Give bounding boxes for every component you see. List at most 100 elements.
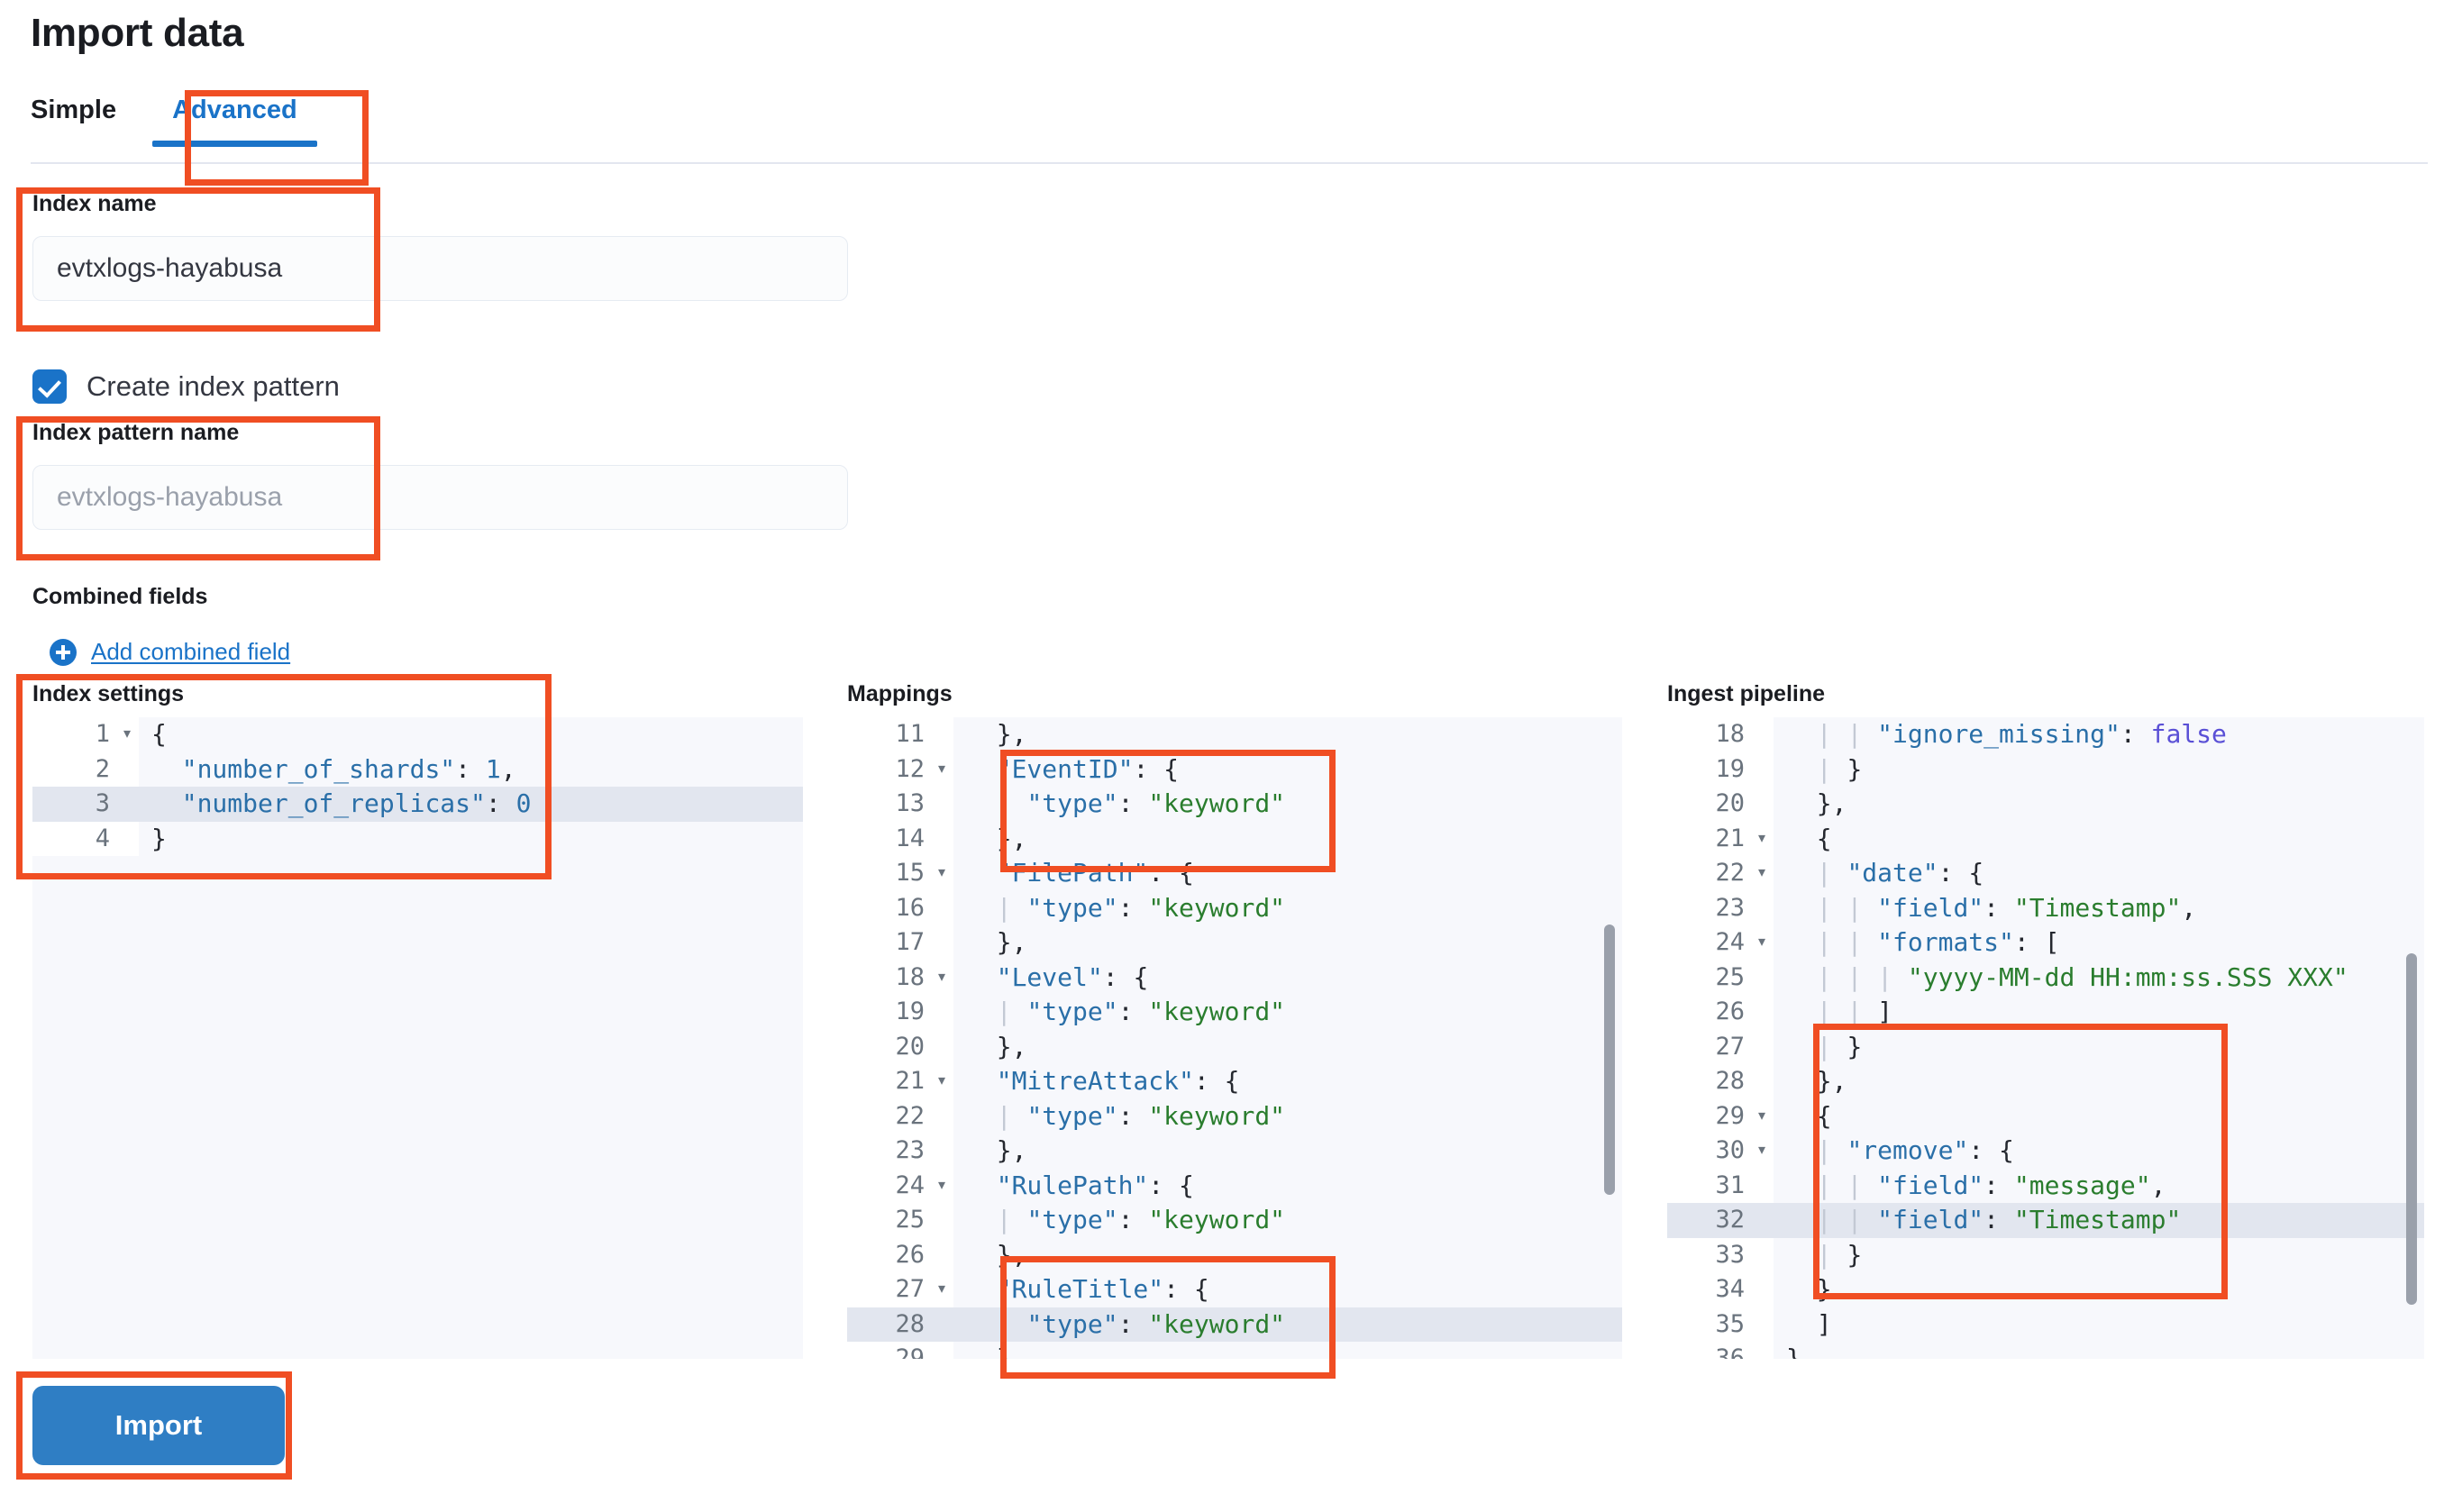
add-combined-field-button[interactable]: Add combined field: [50, 638, 290, 666]
code-line[interactable]: 23 | | "field": "Timestamp",: [1667, 890, 2424, 925]
code-line[interactable]: 34 }: [1667, 1272, 2424, 1307]
code-line[interactable]: 18 | | "ignore_missing": false: [1667, 717, 2424, 752]
code-content: | | "field": "message",: [1816, 1170, 2166, 1200]
code-line[interactable]: 21▾ "MitreAttack": {: [847, 1064, 1622, 1099]
code-content: | }: [1816, 753, 1863, 784]
fold-toggle-icon[interactable]: ▾: [1750, 1134, 1774, 1169]
line-number: 23: [847, 1134, 930, 1169]
code-line[interactable]: 22▾ | "date": {: [1667, 856, 2424, 891]
import-button[interactable]: Import: [32, 1386, 285, 1465]
code-line[interactable]: 32 | | "field": "Timestamp": [1667, 1203, 2424, 1238]
code-line[interactable]: 3 "number_of_replicas": 0: [32, 787, 803, 822]
fold-toggle-icon[interactable]: ▾: [115, 717, 139, 752]
code-content: | | ]: [1816, 997, 1893, 1026]
create-index-pattern-row[interactable]: Create index pattern: [32, 369, 340, 404]
code-content: },: [1816, 788, 1847, 818]
code-line[interactable]: 4}: [32, 821, 803, 856]
mappings-editor[interactable]: 11 },12▾ "EventID": {13 | "type": "keywo…: [847, 717, 1622, 1359]
fold-spacer: [1750, 960, 1774, 995]
line-number: 28: [847, 1307, 930, 1342]
fold-toggle-icon[interactable]: ▾: [930, 960, 953, 995]
code-line[interactable]: 29 },: [847, 1342, 1622, 1359]
code-line[interactable]: 17 },: [847, 925, 1622, 961]
mappings-scrollbar[interactable]: [1604, 925, 1615, 1195]
code-line[interactable]: 20 },: [847, 1029, 1622, 1064]
code-line[interactable]: 31 | | "field": "message",: [1667, 1168, 2424, 1203]
code-line[interactable]: 33 | }: [1667, 1237, 2424, 1272]
code-line[interactable]: 26 | | ]: [1667, 995, 2424, 1030]
fold-spacer: [930, 717, 953, 752]
index-settings-editor[interactable]: 1▾{2 "number_of_shards": 1,3 "number_of_…: [32, 717, 803, 1359]
code-line[interactable]: 16 | "type": "keyword": [847, 890, 1622, 925]
line-number: 24: [847, 1168, 930, 1203]
code-content: },: [996, 1239, 1027, 1270]
code-line[interactable]: 30▾ | "remove": {: [1667, 1134, 2424, 1169]
tab-simple[interactable]: Simple: [31, 96, 117, 124]
code-line[interactable]: 19 | "type": "keyword": [847, 995, 1622, 1030]
fold-spacer: [115, 787, 139, 822]
code-line[interactable]: 18▾ "Level": {: [847, 960, 1622, 995]
create-index-pattern-checkbox[interactable]: [32, 369, 67, 404]
fold-spacer: [930, 1237, 953, 1272]
code-content: "RulePath": {: [996, 1170, 1194, 1200]
code-line[interactable]: 29▾ {: [1667, 1098, 2424, 1134]
fold-spacer: [1750, 1307, 1774, 1342]
code-line[interactable]: 21▾ {: [1667, 821, 2424, 856]
fold-toggle-icon[interactable]: ▾: [930, 751, 953, 787]
code-line[interactable]: 36}: [1667, 1342, 2424, 1359]
code-line[interactable]: 14 },: [847, 821, 1622, 856]
fold-toggle-icon[interactable]: ▾: [1750, 925, 1774, 961]
line-number: 28: [1667, 1064, 1750, 1099]
line-number: 29: [847, 1342, 930, 1359]
code-line[interactable]: 27 | }: [1667, 1029, 2424, 1064]
ingest-pipeline-scrollbar[interactable]: [2406, 953, 2417, 1305]
fold-spacer: [930, 1134, 953, 1169]
line-number: 22: [847, 1098, 930, 1134]
code-content: | }: [1816, 1031, 1863, 1061]
index-name-input[interactable]: evtxlogs-hayabusa: [32, 236, 848, 301]
fold-spacer: [1750, 890, 1774, 925]
code-line[interactable]: 26 },: [847, 1237, 1622, 1272]
code-line[interactable]: 28 | "type": "keyword": [847, 1307, 1622, 1342]
fold-toggle-icon[interactable]: ▾: [1750, 1098, 1774, 1134]
code-line[interactable]: 15▾ "FilePath": {: [847, 856, 1622, 891]
code-line[interactable]: 35 ]: [1667, 1307, 2424, 1342]
code-line[interactable]: 1▾{: [32, 717, 803, 752]
code-line[interactable]: 24▾ | | "formats": [: [1667, 925, 2424, 961]
line-number: 11: [847, 717, 930, 752]
line-number: 19: [1667, 751, 1750, 787]
index-pattern-name-label: Index pattern name: [32, 420, 240, 445]
code-line[interactable]: 22 | "type": "keyword": [847, 1098, 1622, 1134]
fold-toggle-icon[interactable]: ▾: [1750, 821, 1774, 856]
fold-toggle-icon[interactable]: ▾: [930, 1064, 953, 1099]
code-line[interactable]: 28 },: [1667, 1064, 2424, 1099]
code-line[interactable]: 25 | | | "yyyy-MM-dd HH:mm:ss.SSS XXX": [1667, 960, 2424, 995]
code-line[interactable]: 19 | }: [1667, 751, 2424, 787]
code-content: },: [996, 823, 1027, 853]
tab-advanced[interactable]: Advanced: [152, 97, 317, 147]
line-number: 3: [32, 787, 115, 822]
code-content: },: [996, 719, 1027, 749]
code-content: "EventID": {: [996, 753, 1180, 784]
code-line[interactable]: 23 },: [847, 1134, 1622, 1169]
line-number: 35: [1667, 1307, 1750, 1342]
fold-toggle-icon[interactable]: ▾: [930, 1272, 953, 1307]
line-number: 13: [847, 787, 930, 822]
fold-spacer: [1750, 1237, 1774, 1272]
line-number: 32: [1667, 1203, 1750, 1238]
code-content: "MitreAttack": {: [996, 1066, 1240, 1096]
code-line[interactable]: 24▾ "RulePath": {: [847, 1168, 1622, 1203]
code-line[interactable]: 2 "number_of_shards": 1,: [32, 751, 803, 787]
code-line[interactable]: 13 | "type": "keyword": [847, 787, 1622, 822]
index-pattern-name-input[interactable]: evtxlogs-hayabusa: [32, 465, 848, 530]
fold-toggle-icon[interactable]: ▾: [930, 856, 953, 891]
fold-toggle-icon[interactable]: ▾: [930, 1168, 953, 1203]
code-line[interactable]: 11 },: [847, 717, 1622, 752]
code-content: "RuleTitle": {: [996, 1274, 1209, 1304]
code-line[interactable]: 27▾ "RuleTitle": {: [847, 1272, 1622, 1307]
code-line[interactable]: 20 },: [1667, 787, 2424, 822]
fold-toggle-icon[interactable]: ▾: [1750, 856, 1774, 891]
code-line[interactable]: 25 | "type": "keyword": [847, 1203, 1622, 1238]
code-line[interactable]: 12▾ "EventID": {: [847, 751, 1622, 787]
